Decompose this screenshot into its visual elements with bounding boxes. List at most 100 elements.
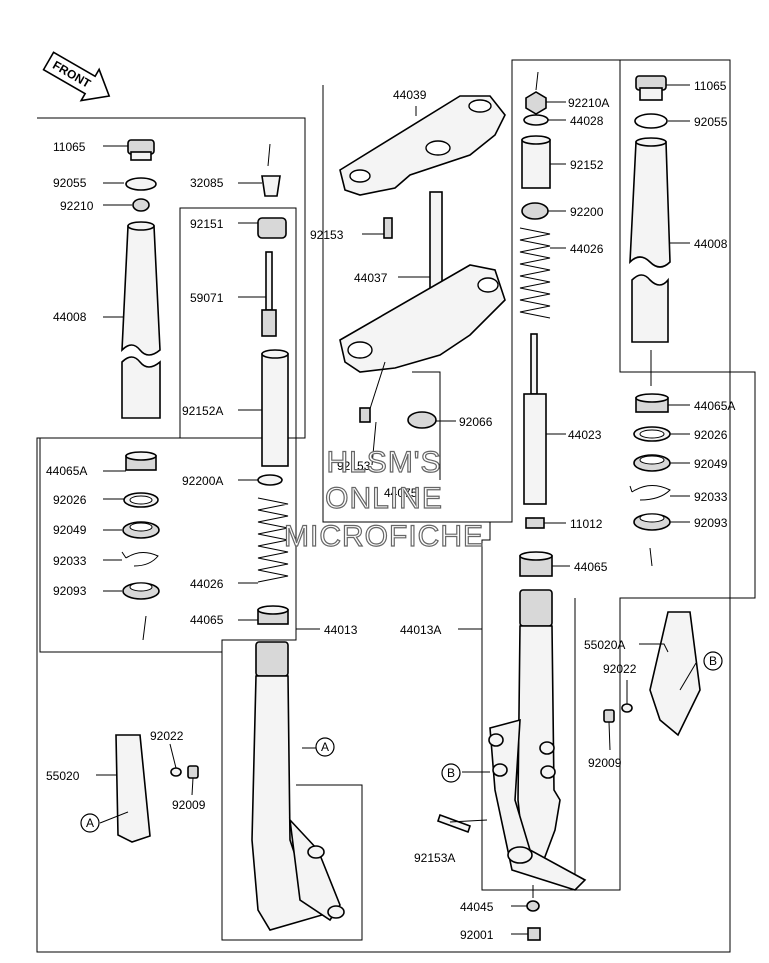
callout-a-top-label: A — [321, 740, 329, 754]
snap-ring-92033-left — [121, 551, 159, 567]
callout-a-top — [315, 737, 335, 757]
label-44008-left: 44008 — [53, 310, 87, 324]
label-92093-right: 92093 — [694, 516, 728, 530]
seal-92066 — [407, 411, 437, 429]
lower-bracket-44037 — [339, 264, 506, 373]
label-92200: 92200 — [570, 205, 604, 219]
callout-b-left-label: B — [447, 766, 455, 780]
rod-spring-59071 — [261, 309, 277, 337]
label-44045: 44045 — [460, 900, 494, 914]
label-92055-right: 92055 — [694, 115, 728, 129]
pipe-92152 — [521, 139, 551, 189]
label-44075: 44075 — [384, 486, 418, 500]
callout-b-right-label: B — [709, 654, 717, 668]
right-fork-parts — [436, 71, 701, 941]
fork-tube-lower-right — [631, 274, 669, 343]
callout-markers: A A B B — [80, 651, 723, 833]
fork-tube-upper-left — [121, 225, 161, 356]
fork-guard-55020a — [649, 611, 701, 737]
washer-44045 — [526, 900, 540, 912]
label-92049-left: 92049 — [53, 523, 87, 537]
washer-92200a — [257, 474, 283, 486]
bolt-92153 — [383, 217, 393, 239]
bolt-92151 — [257, 217, 287, 239]
label-55020: 55020 — [46, 769, 80, 783]
label-44065a-right: 44065A — [694, 399, 735, 413]
label-11065-left: 11065 — [53, 140, 86, 154]
outer-tube-top-right — [519, 589, 553, 627]
label-92210: 92210 — [60, 199, 94, 213]
label-92153a: 92153A — [414, 851, 455, 865]
watermark-line3: MICROFICHE — [284, 520, 484, 553]
label-92200a: 92200A — [182, 474, 223, 488]
bolt-92009-left — [187, 765, 199, 779]
watermark-line2: ONLINE — [325, 482, 443, 515]
washer-92022-right — [621, 703, 633, 713]
label-55020a: 55020A — [584, 638, 625, 652]
label-92066: 92066 — [459, 415, 493, 429]
label-92055-left: 92055 — [53, 176, 87, 190]
label-44023: 44023 — [568, 428, 602, 442]
pipe-92152a — [261, 353, 289, 467]
label-44065-right: 44065 — [574, 560, 608, 574]
label-92152a: 92152A — [182, 404, 223, 418]
fork-guard-55020 — [115, 734, 151, 843]
label-44026-right: 44026 — [570, 242, 604, 256]
o-ring-right — [634, 113, 668, 129]
label-11012: 11012 — [570, 517, 603, 531]
bolt-92009-right — [603, 709, 615, 723]
callout-a-bottom — [80, 813, 100, 833]
fork-spring-left — [257, 497, 289, 583]
outer-tube-top-left — [255, 641, 289, 677]
washer-92022-left — [170, 767, 182, 777]
gasket-11012 — [525, 517, 545, 529]
label-32085: 32085 — [190, 176, 224, 190]
watermark: HLSM'S ONLINE MICROFICHE — [283, 445, 484, 553]
label-11065-right: 11065 — [694, 79, 727, 93]
callout-b-left — [441, 763, 461, 783]
label-44065-left: 44065 — [190, 613, 224, 627]
label-44037: 44037 — [354, 271, 388, 285]
callout-a-bottom-label: A — [86, 816, 94, 830]
label-44026-left: 44026 — [190, 577, 224, 591]
label-92022-left: 92022 — [150, 729, 184, 743]
label-92026-right: 92026 — [694, 428, 728, 442]
label-44008-right: 44008 — [694, 237, 728, 251]
part-labels: 11065 92055 92210 44008 44065A 92026 920… — [46, 79, 735, 942]
fork-cap-thread-left — [130, 151, 152, 161]
front-arrow: FRONT — [42, 51, 111, 102]
label-92009-left: 92009 — [172, 798, 206, 812]
leader-lines — [96, 84, 697, 935]
fork-tube-upper-right — [629, 141, 671, 268]
label-92151: 92151 — [190, 217, 224, 231]
o-ring-left — [125, 177, 157, 191]
plug-32085 — [261, 175, 281, 197]
label-92026-left: 92026 — [53, 493, 87, 507]
bushing-top-left — [125, 451, 157, 461]
frame-lines — [36, 59, 756, 953]
label-44065a-left: 44065A — [46, 464, 87, 478]
fork-spring-right — [519, 227, 551, 319]
label-92153: 92153 — [310, 228, 344, 242]
label-92153-mid: 92153 — [337, 459, 371, 473]
bolt-92001 — [527, 927, 541, 941]
label-44028: 44028 — [570, 114, 604, 128]
nut-92210a — [525, 91, 547, 115]
washer-44028 — [523, 114, 549, 126]
bolt-92153a — [436, 813, 472, 834]
fork-tube-top-left — [127, 221, 155, 231]
nut-92210 — [132, 198, 150, 212]
label-92152: 92152 — [570, 158, 604, 172]
damper-44023 — [523, 393, 547, 505]
label-92049-right: 92049 — [694, 457, 728, 471]
rod-44023 — [530, 333, 538, 395]
left-fork-parts — [115, 139, 345, 931]
label-92009-right: 92009 — [588, 756, 622, 770]
washer-92200 — [521, 202, 549, 220]
label-44013a: 44013A — [400, 623, 441, 637]
label-92093-left: 92093 — [53, 584, 87, 598]
snap-ring-92033-right — [629, 485, 671, 501]
bolt-92153-lower — [359, 407, 371, 423]
label-59071: 59071 — [190, 291, 224, 305]
